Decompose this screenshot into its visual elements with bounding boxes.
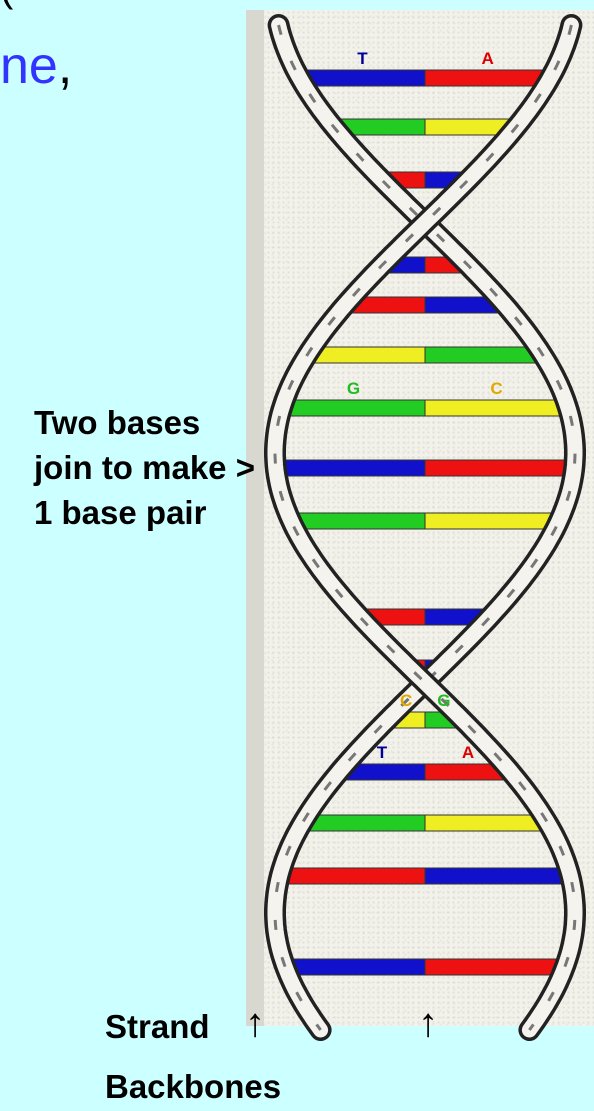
base-label-A: A — [481, 49, 493, 68]
base-segment-G — [282, 400, 425, 416]
base-segment-A — [425, 959, 565, 975]
base-segment-G — [291, 513, 425, 529]
base-label-C: C — [400, 691, 412, 710]
base-segment-A — [425, 460, 574, 476]
base-label-T: T — [377, 743, 388, 762]
base-segment-C — [425, 400, 568, 416]
base-segment-T — [285, 959, 425, 975]
base-segment-T — [300, 70, 425, 86]
base-segment-C — [425, 513, 559, 529]
base-segment-G — [425, 347, 543, 363]
base-segment-A — [425, 70, 550, 86]
base-segment-C — [307, 347, 425, 363]
base-label-A: A — [462, 743, 474, 762]
base-label-T: T — [357, 49, 368, 68]
strand-label: Strand — [105, 1008, 210, 1046]
base-segment-T — [276, 460, 425, 476]
base-label-G: G — [437, 691, 450, 710]
base-segment-A — [280, 868, 425, 884]
base-segment-G — [302, 815, 425, 831]
strand-backbone-arrow-right: ↑ — [418, 1000, 438, 1046]
base-pair-callout: Two bases join to make > 1 base pair — [34, 400, 255, 535]
base-label-G: G — [347, 379, 360, 398]
base-segment-T — [425, 868, 570, 884]
base-label-C: C — [490, 379, 502, 398]
base-segment-C — [425, 815, 548, 831]
base-pair-rungs — [276, 70, 574, 975]
strand-backbone-arrow-left: ↑ — [245, 1000, 265, 1046]
backbones-label: Backbones — [105, 1068, 281, 1106]
